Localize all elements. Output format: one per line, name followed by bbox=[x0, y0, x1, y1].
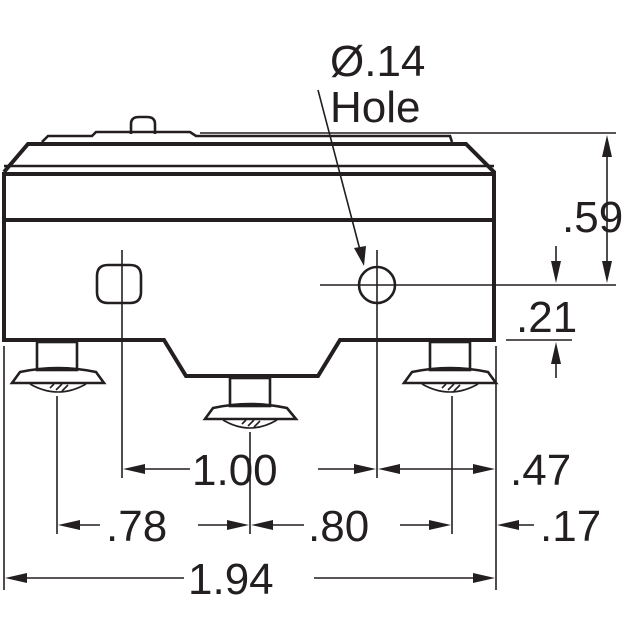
extension-lines bbox=[3, 132, 616, 590]
dim-hole-to-right-edge: .47 bbox=[378, 446, 571, 495]
hole-to-right-edge-label: .47 bbox=[510, 446, 571, 495]
dim-left-to-middle-terminal: .78 bbox=[58, 502, 249, 551]
terminal-middle bbox=[202, 376, 299, 429]
height-total-label: .59 bbox=[562, 193, 623, 242]
hole-callout: Ø.14 Hole bbox=[317, 37, 425, 266]
callout-leader bbox=[317, 89, 361, 251]
top-cap-plate bbox=[41, 130, 454, 143]
terminal-to-right-edge-label: .17 bbox=[540, 502, 601, 551]
upper-housing bbox=[2, 142, 496, 220]
hole-diameter-label: Ø.14 bbox=[330, 37, 425, 86]
overall-length-label: 1.94 bbox=[188, 555, 274, 604]
middle-to-right-label: .80 bbox=[308, 502, 369, 551]
hole-spacing-label: 1.00 bbox=[192, 446, 278, 495]
plunger-button bbox=[129, 115, 157, 134]
lower-housing bbox=[2, 220, 496, 378]
dim-hole-from-bottom: .21 bbox=[516, 246, 577, 378]
callout-arrowhead bbox=[354, 246, 366, 266]
dim-hole-spacing: 1.00 bbox=[123, 446, 376, 495]
switch-body bbox=[2, 115, 496, 378]
dim-middle-to-right-terminal: .80 bbox=[251, 502, 451, 551]
hole-word-label: Hole bbox=[330, 83, 421, 132]
dim-overall-length: 1.94 bbox=[5, 555, 495, 604]
dim-height-total: .59 bbox=[562, 135, 623, 283]
mounting-slot-left bbox=[95, 263, 143, 305]
left-to-middle-label: .78 bbox=[106, 502, 167, 551]
terminal-left bbox=[9, 340, 107, 393]
hole-from-bottom-label: .21 bbox=[516, 293, 577, 342]
dim-terminal-to-right-edge: .17 bbox=[497, 502, 601, 551]
terminal-right bbox=[401, 340, 499, 393]
